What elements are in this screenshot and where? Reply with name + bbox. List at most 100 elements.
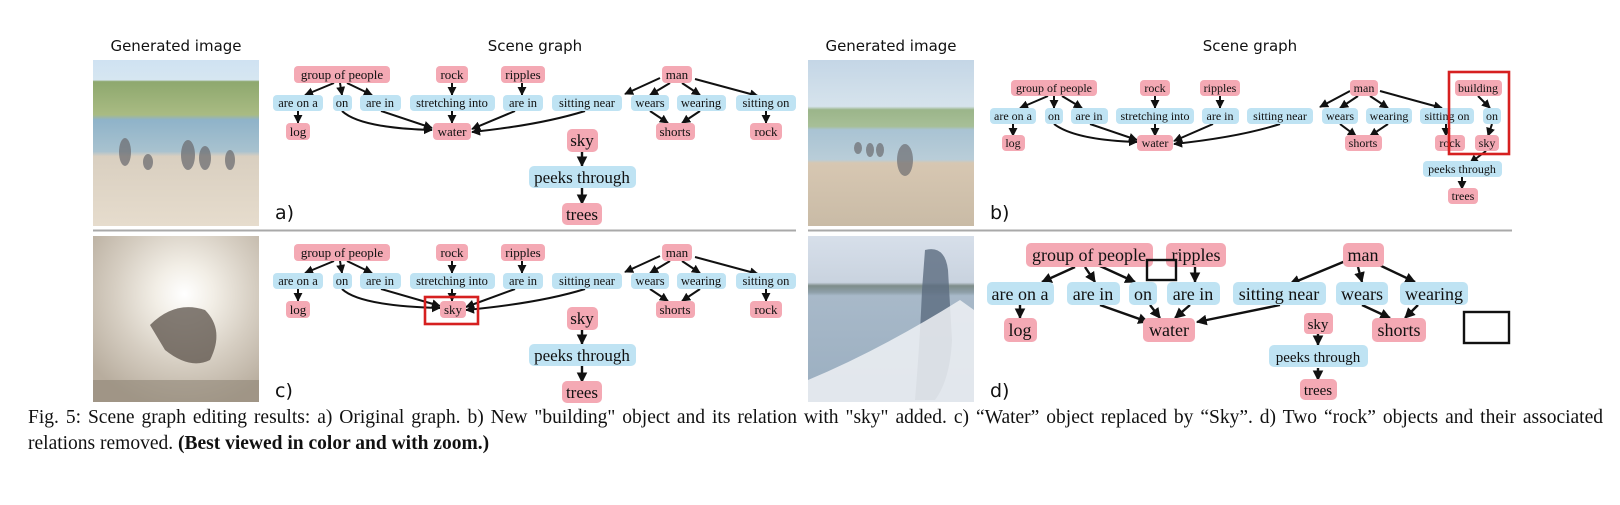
svg-text:group of people: group of people bbox=[301, 67, 384, 82]
svg-text:on: on bbox=[1134, 284, 1152, 304]
node-ripples: ripples bbox=[1200, 80, 1240, 96]
node-on-2: on bbox=[1483, 108, 1501, 124]
svg-text:are in: are in bbox=[509, 96, 538, 110]
node-ripples: ripples bbox=[501, 66, 545, 83]
node-trees: trees bbox=[1300, 379, 1337, 400]
node-are-on-a: are on a bbox=[273, 273, 323, 289]
node-sky: sky bbox=[567, 307, 598, 330]
node-man: man bbox=[662, 66, 692, 83]
svg-text:log: log bbox=[1008, 320, 1031, 340]
figure-caption: Fig. 5: Scene graph editing results: a) … bbox=[28, 405, 1603, 457]
svg-text:peeks through: peeks through bbox=[1428, 162, 1496, 176]
svg-text:are on a: are on a bbox=[278, 274, 318, 288]
highlight-box-added bbox=[1447, 70, 1511, 156]
node-are-on-a: are on a bbox=[990, 108, 1036, 124]
svg-text:sky: sky bbox=[570, 131, 594, 150]
node-group-of-people: group of people bbox=[294, 66, 390, 83]
node-peeks-through: peeks through bbox=[1423, 161, 1502, 177]
node-ripples: ripples bbox=[501, 244, 545, 261]
svg-text:peeks through: peeks through bbox=[534, 168, 630, 187]
svg-text:shorts: shorts bbox=[659, 124, 690, 139]
svg-text:stretching into: stretching into bbox=[1121, 109, 1190, 123]
node-sitting-on: sitting on bbox=[736, 95, 796, 111]
node-water: water bbox=[1137, 135, 1173, 151]
removed-marker-box-1 bbox=[1145, 258, 1178, 282]
node-shorts: shorts bbox=[656, 123, 695, 140]
svg-text:are in: are in bbox=[1073, 284, 1113, 304]
svg-text:rock: rock bbox=[440, 67, 464, 82]
node-shorts: shorts bbox=[1372, 318, 1426, 342]
svg-text:wears: wears bbox=[635, 274, 664, 288]
node-sitting-near: sitting near bbox=[552, 273, 622, 289]
node-sky: sky bbox=[1304, 313, 1333, 334]
svg-text:rock: rock bbox=[754, 124, 778, 139]
caption-text: Fig. 5: Scene graph editing results: a) … bbox=[28, 407, 1603, 454]
node-are-in-2: are in bbox=[503, 95, 543, 111]
node-sitting-on: sitting on bbox=[736, 273, 796, 289]
svg-text:shorts: shorts bbox=[659, 302, 690, 317]
node-man: man bbox=[662, 244, 692, 261]
generated-image-c bbox=[93, 236, 259, 402]
node-sky: sky bbox=[567, 129, 598, 152]
node-on: on bbox=[1045, 108, 1063, 124]
svg-text:man: man bbox=[666, 245, 689, 260]
node-stretching-into: stretching into bbox=[410, 273, 495, 289]
node-wearing: wearing bbox=[1400, 282, 1468, 305]
svg-text:are on a: are on a bbox=[278, 96, 318, 110]
svg-text:shorts: shorts bbox=[1377, 320, 1420, 340]
svg-text:sky: sky bbox=[1479, 136, 1496, 150]
node-wearing: wearing bbox=[677, 273, 726, 289]
figure: Generated image Scene graph Generated im… bbox=[93, 37, 1512, 403]
node-stretching-into: stretching into bbox=[410, 95, 495, 111]
svg-text:are in: are in bbox=[366, 274, 395, 288]
panel-label-c: c) bbox=[275, 380, 293, 402]
header-generated-image-right: Generated image bbox=[825, 37, 956, 55]
node-sitting-on: sitting on bbox=[1420, 108, 1474, 124]
panel-label-b: b) bbox=[990, 202, 1009, 224]
svg-text:sitting near: sitting near bbox=[1253, 109, 1307, 123]
svg-text:trees: trees bbox=[1304, 383, 1332, 399]
svg-text:on: on bbox=[1048, 109, 1060, 123]
node-water: water bbox=[433, 123, 471, 140]
svg-text:water: water bbox=[1149, 320, 1189, 340]
node-are-in-1: are in bbox=[360, 95, 401, 111]
node-wears: wears bbox=[1336, 282, 1388, 305]
svg-text:wearing: wearing bbox=[681, 96, 722, 110]
node-wearing: wearing bbox=[1366, 108, 1412, 124]
node-on: on bbox=[333, 95, 352, 111]
svg-text:sitting near: sitting near bbox=[1239, 284, 1319, 304]
svg-text:peeks through: peeks through bbox=[1276, 350, 1361, 366]
svg-text:sky: sky bbox=[1308, 317, 1329, 333]
node-stretching-into: stretching into bbox=[1116, 108, 1194, 124]
svg-text:sitting near: sitting near bbox=[559, 96, 616, 110]
svg-text:are on a: are on a bbox=[994, 109, 1033, 123]
svg-text:water: water bbox=[438, 124, 468, 139]
node-group-of-people: group of people bbox=[294, 244, 390, 261]
node-ripples: ripples bbox=[1166, 243, 1226, 267]
node-trees: trees bbox=[562, 203, 602, 225]
svg-text:log: log bbox=[290, 302, 307, 317]
svg-text:are on a: are on a bbox=[992, 284, 1049, 304]
node-water: water bbox=[1143, 318, 1195, 342]
svg-text:are in: are in bbox=[509, 274, 538, 288]
svg-text:group of people: group of people bbox=[1032, 245, 1146, 265]
node-group-of-people: group of people bbox=[1026, 243, 1153, 267]
scene-graph-d: group of people ripples man are on a are… bbox=[987, 243, 1511, 400]
generated-image-b bbox=[808, 60, 974, 226]
svg-text:are in: are in bbox=[1173, 284, 1213, 304]
svg-text:stretching into: stretching into bbox=[416, 96, 488, 110]
node-rock-2: rock bbox=[750, 301, 782, 318]
node-wears: wears bbox=[631, 273, 669, 289]
node-sky: sky bbox=[1475, 135, 1499, 151]
svg-text:rock: rock bbox=[1144, 81, 1165, 95]
node-rock: rock bbox=[436, 66, 468, 83]
scene-graph-b: group of people rock ripples man buildin… bbox=[990, 70, 1511, 204]
node-man: man bbox=[1350, 80, 1378, 96]
node-peeks-through: peeks through bbox=[529, 166, 636, 188]
svg-text:water: water bbox=[1142, 136, 1169, 150]
node-are-in-2: are in bbox=[1167, 282, 1220, 305]
removed-marker-box-2 bbox=[1462, 310, 1511, 345]
node-log: log bbox=[286, 301, 310, 318]
node-log: log bbox=[286, 123, 310, 140]
panel-label-d: d) bbox=[990, 380, 1009, 402]
